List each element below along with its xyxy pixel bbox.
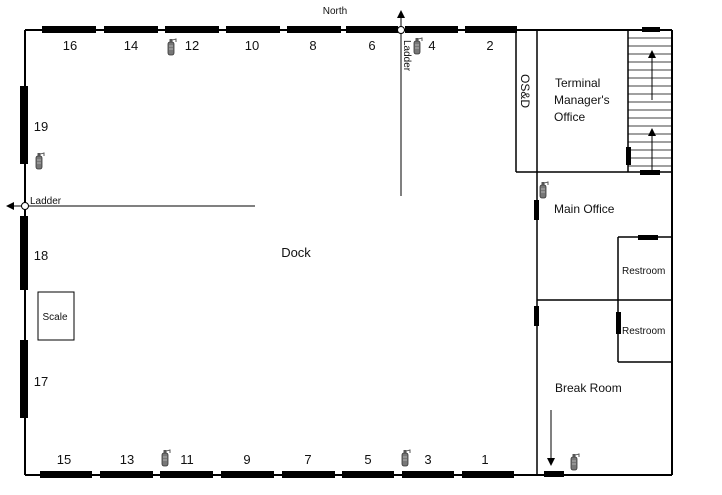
compass-north-label: North	[323, 6, 347, 17]
dock-door-12	[165, 26, 219, 33]
restroom-lower-door	[616, 312, 621, 334]
dock-door-5	[342, 471, 394, 478]
dock-door-3	[402, 471, 454, 478]
door-number: 18	[34, 248, 48, 263]
fire-extinguisher-icon	[401, 449, 411, 467]
south-dock-doors	[40, 471, 564, 478]
terminal-manager-label-line2: Manager's	[554, 93, 610, 107]
door-number: 17	[34, 374, 48, 389]
dock-door-11	[160, 471, 213, 478]
restroom-lower-label: Restroom	[622, 326, 665, 337]
dock-door-1	[462, 471, 514, 478]
scale-label: Scale	[42, 312, 67, 323]
west-dock-doors	[20, 86, 28, 418]
north-ladder: Ladder	[397, 10, 412, 196]
restroom-upper-door	[638, 235, 658, 240]
terminal-manager-label-line1: Terminal	[555, 76, 600, 90]
door-number: 7	[304, 452, 311, 467]
dock-door-2	[465, 26, 517, 33]
door-number: 6	[368, 38, 375, 53]
door-number: 2	[486, 38, 493, 53]
dock-door-19	[20, 86, 28, 164]
dock-door-10	[226, 26, 280, 33]
door-number: 3	[424, 452, 431, 467]
scale-box	[37, 291, 75, 341]
dock-door-16	[42, 26, 96, 33]
door-number: 1	[481, 452, 488, 467]
dock-door-7	[282, 471, 335, 478]
dock-door-13	[100, 471, 153, 478]
stair-door-side	[626, 147, 631, 165]
door-number: 12	[185, 38, 199, 53]
ladder-label-west: Ladder	[30, 196, 62, 207]
door-number: 15	[57, 452, 71, 467]
stair-door-top	[642, 27, 660, 32]
dock-door-17	[20, 340, 28, 418]
osd-label: OS&D	[518, 74, 532, 108]
north-dock-doors	[42, 26, 517, 33]
fire-extinguisher-icon	[167, 38, 177, 56]
fire-extinguisher-icon	[35, 152, 45, 170]
stairs	[628, 37, 672, 167]
dock-door-6	[346, 26, 398, 33]
dock-door-14	[104, 26, 158, 33]
door-number: 4	[428, 38, 435, 53]
west-door-numbers: 19 18 17	[34, 119, 48, 389]
door-number: 13	[120, 452, 134, 467]
stair-door-bottom	[640, 170, 660, 175]
dock-door-4	[405, 26, 458, 33]
door-number: 9	[243, 452, 250, 467]
break-room-side-door	[534, 306, 539, 326]
fire-extinguisher-icon	[161, 449, 171, 467]
fire-extinguisher-icon	[570, 453, 580, 471]
door-number: 10	[245, 38, 259, 53]
fire-extinguisher-icon	[539, 181, 549, 199]
break-room-door	[544, 471, 564, 477]
dock-door-15	[40, 471, 92, 478]
ladder-label-north: Ladder	[401, 40, 412, 72]
restroom-upper-label: Restroom	[622, 266, 665, 277]
dock-door-9	[221, 471, 274, 478]
main-office-door	[534, 200, 539, 220]
door-number: 8	[309, 38, 316, 53]
door-number: 16	[63, 38, 77, 53]
fire-extinguisher-icon	[413, 37, 423, 55]
break-room-label: Break Room	[555, 381, 622, 395]
terminal-manager-label-line3: Office	[554, 110, 585, 124]
door-number: 19	[34, 119, 48, 134]
dock-door-18	[20, 216, 28, 290]
dock-label: Dock	[281, 245, 311, 260]
dock-door-8	[287, 26, 341, 33]
south-door-numbers: 15 13 11 9 7 5 3 1	[57, 452, 489, 467]
door-number: 14	[124, 38, 138, 53]
interior-doors	[534, 27, 660, 334]
door-number: 5	[364, 452, 371, 467]
west-ladder: Ladder	[6, 196, 255, 210]
north-door-numbers: 16 14 12 10 8 6 4 2	[63, 38, 494, 53]
door-number: 11	[180, 452, 194, 467]
main-office-label: Main Office	[554, 202, 615, 216]
